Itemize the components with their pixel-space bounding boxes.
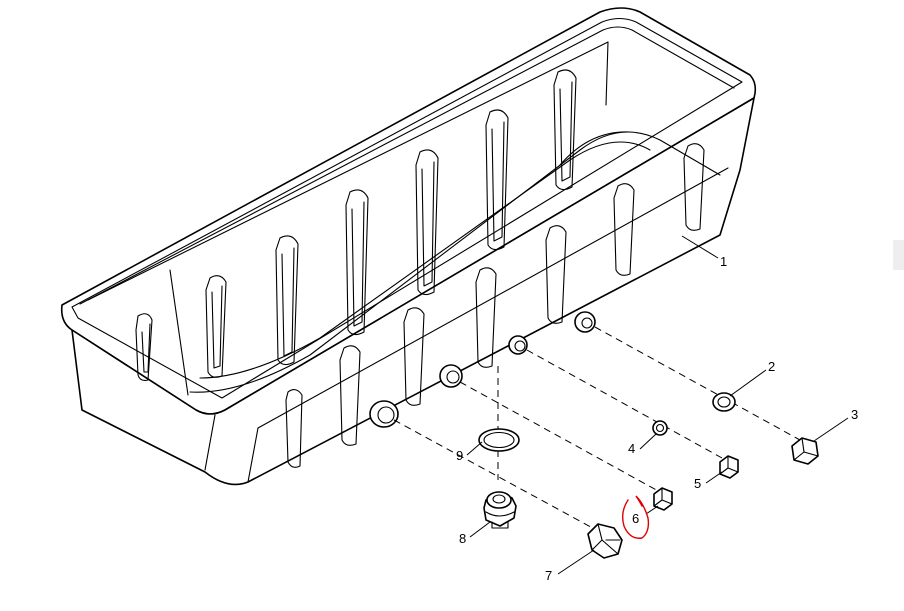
part-3-plug [791, 437, 819, 465]
callout-1: 1 [720, 254, 727, 269]
callout-3: 3 [851, 407, 858, 422]
outer-wall-ribs [285, 143, 705, 468]
callout-2: 2 [768, 359, 775, 374]
callout-7: 7 [545, 568, 552, 583]
part-2-washer [712, 392, 736, 412]
edge-tab [893, 240, 904, 270]
drain-bosses [369, 311, 596, 428]
callout-9: 9 [456, 448, 463, 463]
callout-5: 5 [694, 476, 701, 491]
callouts: 1 2 3 4 5 6 7 8 9 [456, 254, 858, 583]
inner-wall-ribs [135, 69, 577, 381]
leader-lines [466, 235, 849, 575]
callout-4: 4 [628, 441, 635, 456]
callout-6: 6 [632, 511, 639, 526]
part-6-plug [653, 487, 673, 511]
oil-pan [60, 7, 757, 486]
part-5-plug [719, 455, 739, 479]
part-8-fitting [483, 491, 517, 529]
assembly-center-lines [393, 326, 801, 533]
callout-8: 8 [459, 531, 466, 546]
part-7-plug [587, 523, 623, 559]
part-9-o-ring [478, 428, 520, 452]
part-4-washer [652, 420, 668, 436]
hand-drawn-circle-markup [621, 495, 650, 539]
